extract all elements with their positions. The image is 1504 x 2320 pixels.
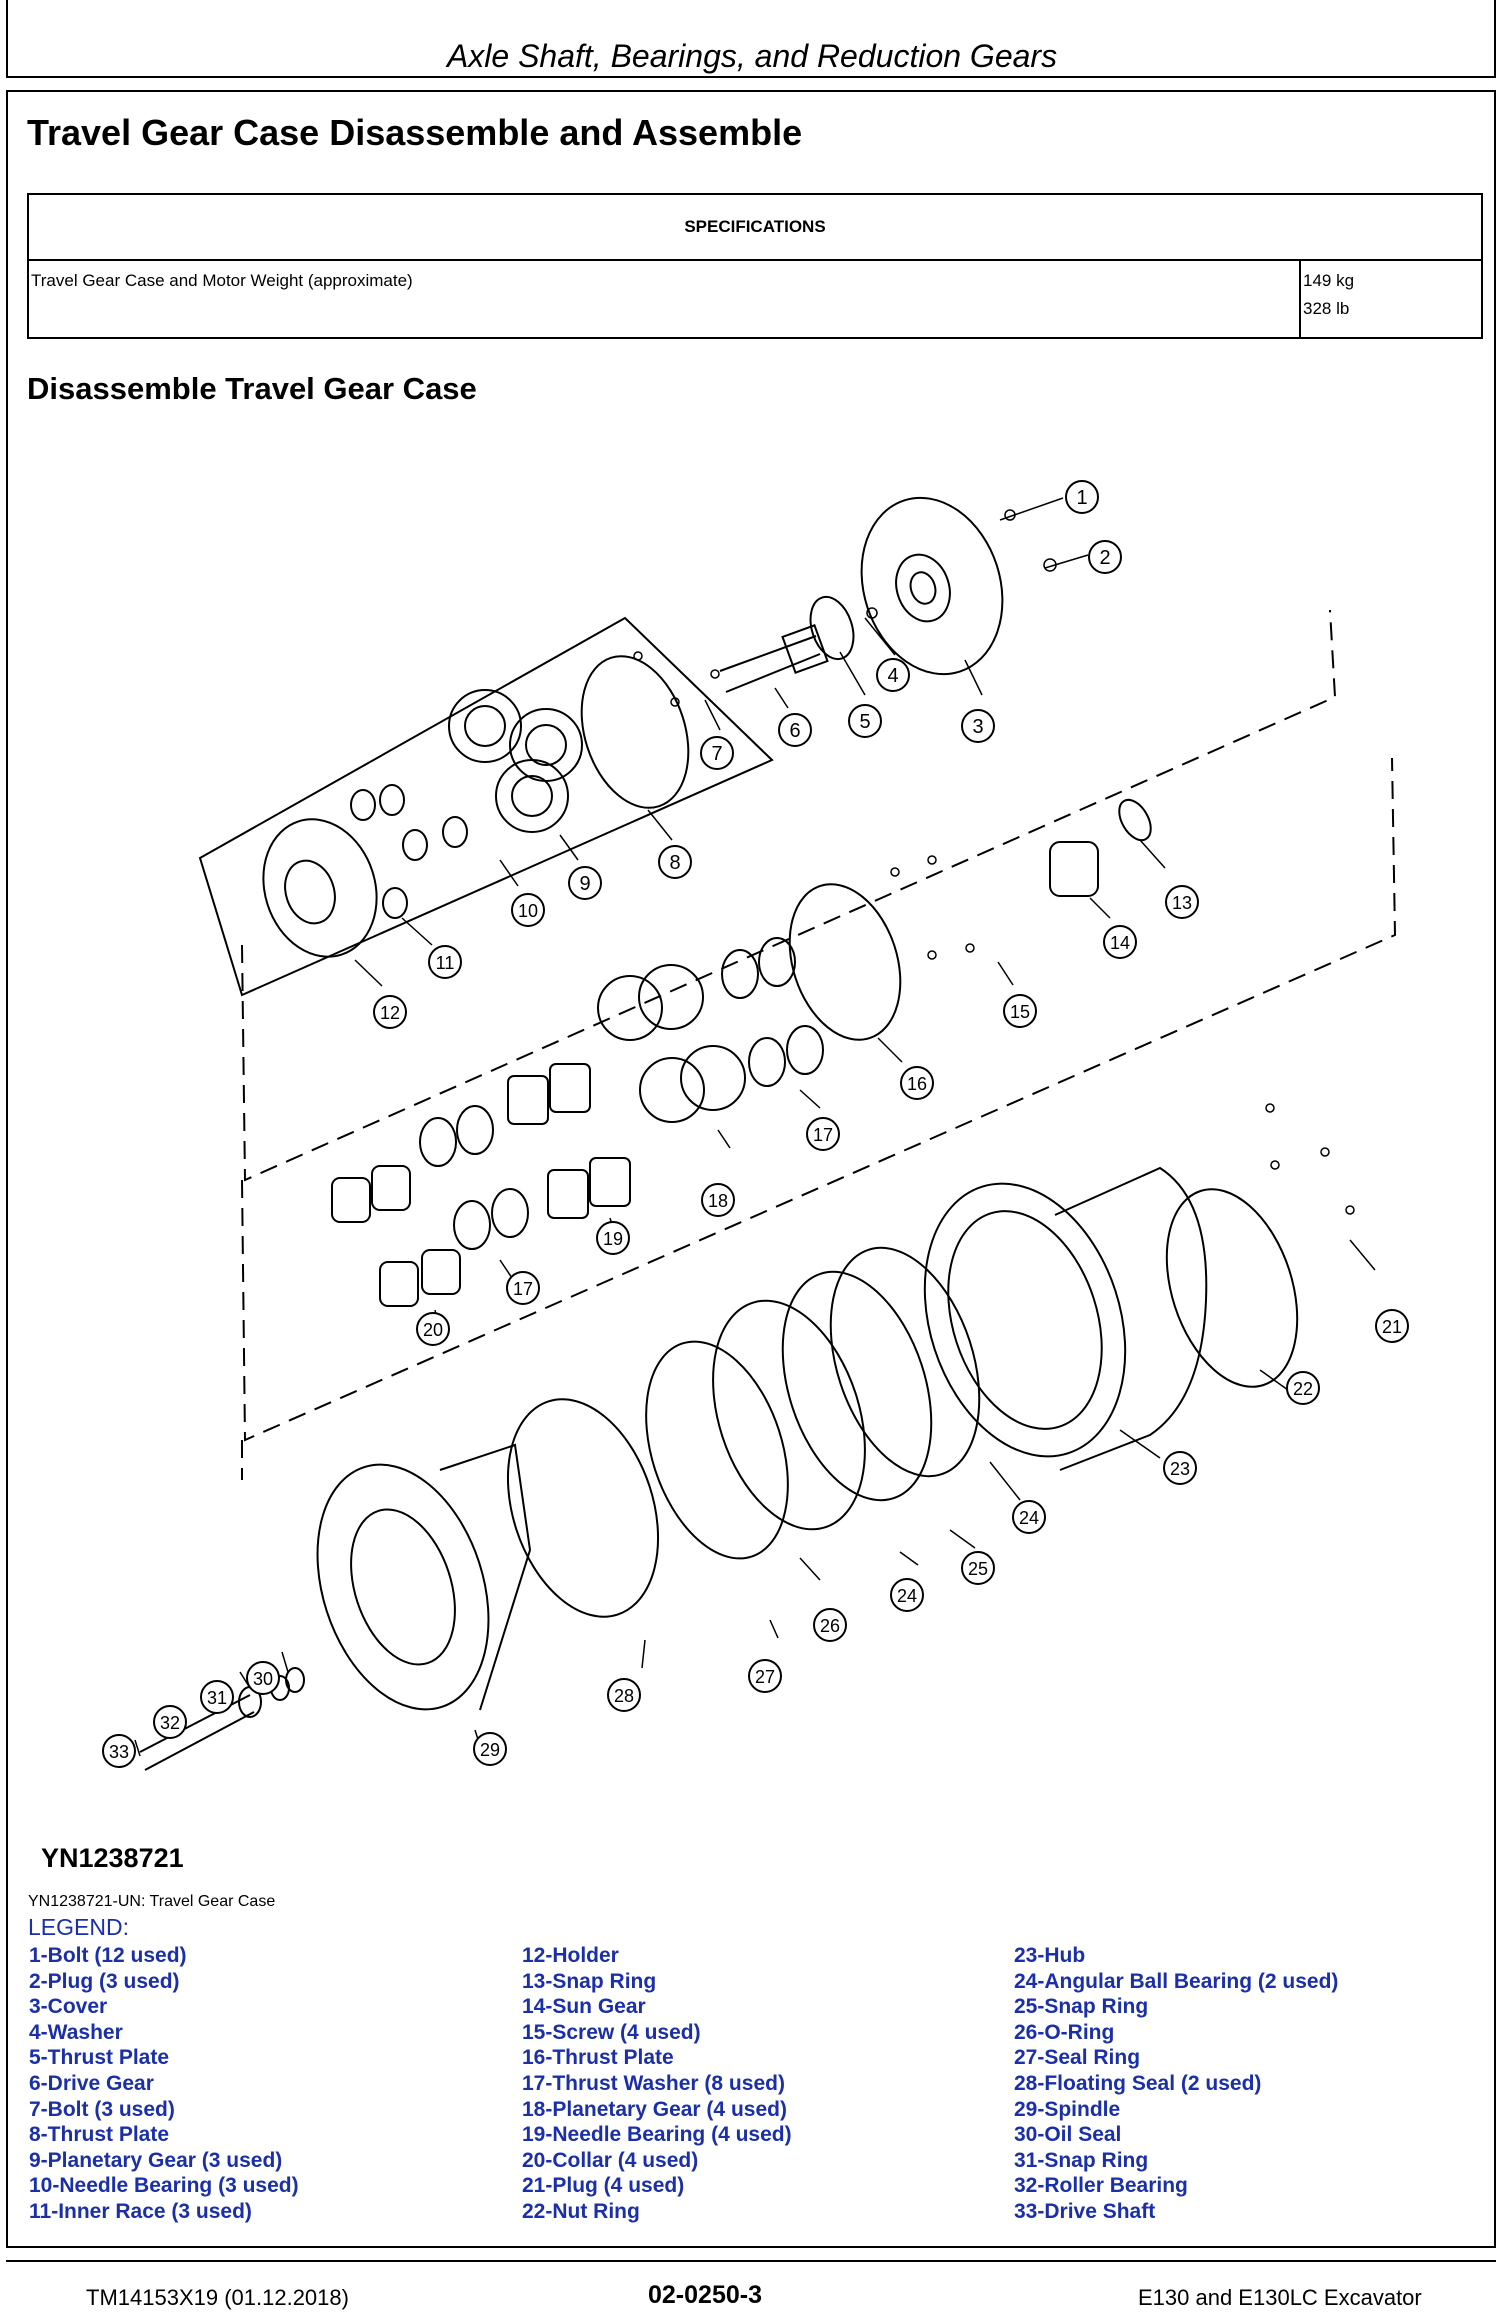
callout-label: 7 <box>711 743 722 765</box>
callout-label: 19 <box>603 1229 623 1249</box>
legend-item: 6-Drive Gear <box>29 2071 154 2095</box>
callout-label: 32 <box>160 1713 180 1733</box>
figure-caption: YN1238721-UN: Travel Gear Case <box>28 1893 276 1910</box>
page-title: Travel Gear Case Disassemble and Assembl… <box>27 112 803 153</box>
spindle-shape <box>316 1463 490 1711</box>
header-frame <box>6 0 1496 78</box>
callout-label: 3 <box>972 716 983 738</box>
callout-label: 13 <box>1172 893 1192 913</box>
legend-column-2: 12-Holder 13-Snap Ring 14-Sun Gear 15-Sc… <box>522 1943 792 2225</box>
legend-item: 14-Sun Gear <box>522 1995 646 2019</box>
footer-doc-id: TM14153X19 (01.12.2018) <box>86 2285 349 2310</box>
legend-item: 16-Thrust Plate <box>522 2046 674 2070</box>
callout-label: 4 <box>887 665 898 687</box>
specifications-table: SPECIFICATIONS Travel Gear Case and Moto… <box>27 193 1483 339</box>
content-frame <box>6 90 1496 2248</box>
footer-rule <box>6 2260 1496 2262</box>
callout-label: 24 <box>1019 1508 1039 1528</box>
legend-column-1: 1-Bolt (12 used) 2-Plug (3 used) 3-Cover… <box>29 1943 299 2225</box>
legend-item: 21-Plug (4 used) <box>522 2174 685 2198</box>
legend-item: 11-Inner Race (3 used) <box>29 2199 252 2223</box>
callout-label: 20 <box>423 1320 443 1340</box>
callout-label: 2 <box>1099 547 1110 569</box>
carrier-outline <box>198 616 774 997</box>
specifications-heading: SPECIFICATIONS <box>27 193 1483 261</box>
drive-gear-shape <box>719 635 821 693</box>
callout-label: 27 <box>755 1667 775 1687</box>
callout-label: 10 <box>518 901 538 921</box>
legend-item: 15-Screw (4 used) <box>522 2020 701 2044</box>
legend-item: 29-Spindle <box>1014 2097 1121 2121</box>
legend-item: 7-Bolt (3 used) <box>29 2097 175 2121</box>
callout-label: 5 <box>859 711 870 733</box>
legend-item: 9-Planetary Gear (3 used) <box>29 2148 283 2172</box>
callout-label: 29 <box>480 1740 500 1760</box>
assembly-dashed-box <box>241 757 1397 1442</box>
callout-label: 14 <box>1110 933 1130 953</box>
callout-label: 16 <box>907 1074 927 1094</box>
legend-item: 2-Plug (3 used) <box>29 1969 180 1993</box>
callout-label: 24 <box>897 1586 917 1606</box>
callout-label: 21 <box>1382 1317 1402 1337</box>
callout-label: 15 <box>1010 1002 1030 1022</box>
legend-item: 23-Hub <box>1014 1944 1086 1967</box>
legend-item: 20-Collar (4 used) <box>522 2148 699 2172</box>
legend-item: 18-Planetary Gear (4 used) <box>522 2097 787 2121</box>
callout-label: 8 <box>669 852 680 874</box>
spec-value: 149 kg 328 lb <box>1299 259 1483 339</box>
assembly-dashed-box <box>241 609 1337 1182</box>
legend-item: 32-Roller Bearing <box>1014 2174 1188 2198</box>
legend-item: 5-Thrust Plate <box>29 2046 170 2070</box>
legend-item: 1-Bolt (12 used) <box>29 1944 187 1967</box>
legend-item: 31-Snap Ring <box>1014 2148 1149 2172</box>
spec-row: Travel Gear Case and Motor Weight (appro… <box>27 259 1483 339</box>
legend-item: 27-Seal Ring <box>1014 2046 1141 2070</box>
callout-label: 30 <box>253 1669 273 1689</box>
callout-label: 1 <box>1076 487 1087 509</box>
cover-shape <box>860 496 1004 676</box>
callout-label: 23 <box>1170 1459 1190 1479</box>
callout-label: 31 <box>207 1688 227 1708</box>
legend-item: 3-Cover <box>29 1995 108 2019</box>
spec-value-metric: 149 kg <box>1303 271 1355 290</box>
legend-item: 19-Needle Bearing (4 used) <box>522 2123 792 2147</box>
callout-label: 6 <box>789 720 800 742</box>
exploded-view-diagram: 1 2 3 4 5 6 7 8 9 10 11 12 13 14 15 16 1… <box>102 480 1409 1771</box>
legend-item: 24-Angular Ball Bearing (2 used) <box>1014 1969 1339 1993</box>
callout-label: 18 <box>708 1191 728 1211</box>
legend-item: 22-Nut Ring <box>522 2199 640 2223</box>
callout-label: 26 <box>820 1616 840 1636</box>
legend-title: LEGEND: <box>28 1914 129 1940</box>
footer-model: E130 and E130LC Excavator <box>1138 2285 1422 2310</box>
callout-label: 28 <box>614 1686 634 1706</box>
section-title: Disassemble Travel Gear Case <box>27 371 477 406</box>
callout-label: 33 <box>109 1742 129 1762</box>
callout-label: 12 <box>380 1003 400 1023</box>
running-head: Axle Shaft, Bearings, and Reduction Gear… <box>446 38 1058 74</box>
hub-shape <box>1054 1166 1208 1471</box>
legend-item: 13-Snap Ring <box>522 1969 657 1993</box>
callout-label: 22 <box>1293 1379 1313 1399</box>
callout-label: 17 <box>813 1125 833 1145</box>
legend-item: 17-Thrust Washer (8 used) <box>522 2071 785 2095</box>
legend-item: 8-Thrust Plate <box>29 2123 170 2147</box>
legend-item: 12-Holder <box>522 1944 619 1967</box>
legend-item: 26-O-Ring <box>1014 2020 1115 2044</box>
legend-item: 4-Washer <box>29 2020 123 2044</box>
figure-id: YN1238721 <box>41 1843 184 1873</box>
callout-labels: 1 2 3 4 5 6 7 8 9 10 11 12 13 14 15 16 1… <box>102 480 1409 1768</box>
spec-value-imperial: 328 lb <box>1303 299 1350 318</box>
legend-column-3: 23-Hub 24-Angular Ball Bearing (2 used) … <box>1014 1943 1338 2225</box>
legend-item: 33-Drive Shaft <box>1014 2199 1156 2223</box>
legend-item: 25-Snap Ring <box>1014 1995 1149 2019</box>
legend-item: 28-Floating Seal (2 used) <box>1014 2071 1262 2095</box>
callout-label: 25 <box>968 1559 988 1579</box>
legend-item: 10-Needle Bearing (3 used) <box>29 2174 299 2198</box>
footer-page-number: 02-0250-3 <box>648 2281 762 2309</box>
callout-label: 11 <box>436 953 455 973</box>
callout-label: 17 <box>513 1279 533 1299</box>
spec-name: Travel Gear Case and Motor Weight (appro… <box>27 259 1301 339</box>
callout-label: 9 <box>579 873 590 895</box>
legend-item: 30-Oil Seal <box>1014 2123 1122 2147</box>
